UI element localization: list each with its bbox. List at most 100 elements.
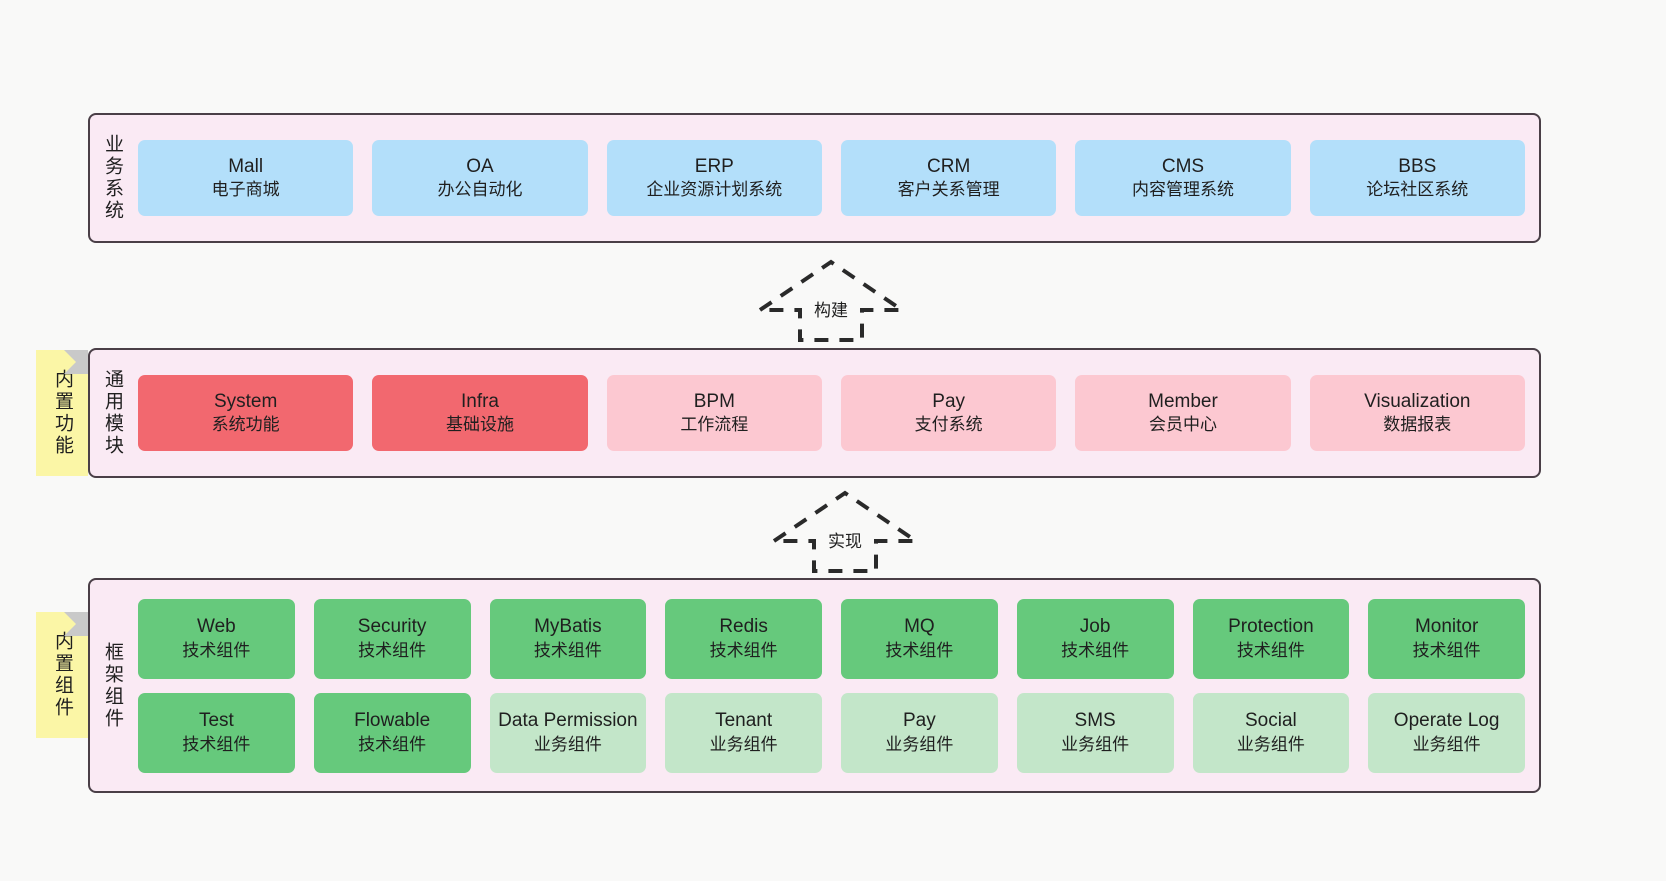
card-security[interactable]: Security 技术组件 [313, 598, 471, 679]
sticky-note-builtin-components: 内置组件 [36, 612, 88, 738]
layer-body-modules: System 系统功能 Infra 基础设施 BPM 工作流程 Pay 支付系统… [134, 350, 1539, 476]
card-subtitle: 业务组件 [533, 734, 602, 754]
card-subtitle: 内容管理系统 [1131, 180, 1234, 200]
card-operate-log[interactable]: Operate Log 业务组件 [1368, 692, 1525, 773]
card-subtitle: 办公自动化 [437, 180, 523, 200]
layer-title-business: 业务系统 [101, 134, 123, 222]
card-visualization[interactable]: Visualization 数据报表 [1309, 375, 1525, 451]
card-subtitle: 论坛社区系统 [1366, 180, 1469, 200]
card-subtitle: 企业资源计划系统 [646, 180, 783, 200]
card-row: Test 技术组件 Flowable 技术组件 Data Permission … [138, 692, 1525, 773]
card-title: Security [357, 616, 427, 638]
card-pay-business[interactable]: Pay 业务组件 [841, 692, 998, 773]
card-subtitle: 业务组件 [709, 734, 778, 754]
card-subtitle: 客户关系管理 [897, 180, 1000, 200]
card-title: Pay [932, 390, 966, 412]
card-subtitle: 电子商城 [211, 180, 280, 200]
sticky-note-label: 内置组件 [51, 631, 73, 719]
card-title: Web [197, 616, 236, 638]
card-subtitle: 技术组件 [1412, 640, 1481, 660]
card-subtitle: 技术组件 [358, 734, 427, 754]
card-infra[interactable]: Infra 基础设施 [372, 375, 588, 451]
card-subtitle: 技术组件 [182, 734, 251, 754]
card-social[interactable]: Social 业务组件 [1192, 692, 1350, 773]
card-row: System 系统功能 Infra 基础设施 BPM 工作流程 Pay 支付系统… [138, 375, 1525, 451]
card-monitor[interactable]: Monitor 技术组件 [1368, 598, 1525, 679]
layer-title-modules: 通用模块 [101, 369, 123, 457]
layer-common-modules: 通用模块 System 系统功能 Infra 基础设施 BPM 工作流程 Pay… [88, 348, 1541, 478]
card-mq[interactable]: MQ 技术组件 [841, 598, 998, 679]
layer-framework-components: 框架组件 Web 技术组件 Security 技术组件 MyBatis 技术组件… [88, 578, 1541, 793]
card-bbs[interactable]: BBS 论坛社区系统 [1309, 140, 1525, 216]
card-system[interactable]: System 系统功能 [138, 375, 354, 451]
card-subtitle: 业务组件 [1236, 734, 1305, 754]
card-row: Mall 电子商城 OA 办公自动化 ERP 企业资源计划系统 CRM 客户关系… [138, 140, 1525, 216]
card-subtitle: 技术组件 [1061, 640, 1130, 660]
card-job[interactable]: Job 技术组件 [1016, 598, 1174, 679]
layer-body-business: Mall 电子商城 OA 办公自动化 ERP 企业资源计划系统 CRM 客户关系… [134, 115, 1539, 241]
card-title: Job [1079, 616, 1111, 638]
card-subtitle: 技术组件 [533, 640, 602, 660]
card-title: Tenant [715, 710, 773, 732]
card-protection[interactable]: Protection 技术组件 [1192, 598, 1350, 679]
card-title: Infra [460, 390, 499, 412]
card-bpm[interactable]: BPM 工作流程 [606, 375, 822, 451]
card-title: Mall [228, 155, 264, 177]
card-subtitle: 业务组件 [885, 734, 954, 754]
card-subtitle: 技术组件 [358, 640, 427, 660]
card-crm[interactable]: CRM 客户关系管理 [840, 140, 1057, 216]
card-subtitle: 基础设施 [445, 415, 514, 435]
card-title: Protection [1228, 616, 1314, 638]
page-fold-icon [64, 612, 88, 636]
card-title: Visualization [1364, 390, 1471, 412]
sticky-note-builtin-features: 内置功能 [36, 350, 88, 476]
card-title: OA [466, 155, 494, 177]
card-title: Pay [903, 710, 936, 732]
connector-label: 实现 [828, 532, 862, 551]
card-title: Data Permission [498, 710, 638, 732]
card-title: Monitor [1414, 616, 1479, 638]
card-subtitle: 支付系统 [914, 415, 983, 435]
card-title: Flowable [354, 710, 431, 732]
card-pay[interactable]: Pay 支付系统 [840, 375, 1057, 451]
card-subtitle: 技术组件 [885, 640, 954, 660]
card-title: MyBatis [534, 616, 602, 638]
card-subtitle: 技术组件 [709, 640, 778, 660]
page-fold-icon [64, 350, 88, 374]
card-title: MQ [904, 616, 935, 638]
card-title: SMS [1074, 710, 1116, 732]
sticky-note-label: 内置功能 [51, 369, 73, 457]
card-subtitle: 技术组件 [182, 640, 251, 660]
card-erp[interactable]: ERP 企业资源计划系统 [606, 140, 822, 216]
connector-build: 构建 [753, 258, 909, 342]
card-mall[interactable]: Mall 电子商城 [138, 140, 354, 216]
card-sms[interactable]: SMS 业务组件 [1016, 692, 1174, 773]
card-subtitle: 工作流程 [680, 415, 749, 435]
card-title: CMS [1161, 155, 1205, 177]
card-title: ERP [694, 155, 734, 177]
card-subtitle: 技术组件 [1236, 640, 1305, 660]
card-title: Operate Log [1393, 710, 1500, 732]
card-title: Redis [719, 616, 768, 638]
layer-business-systems: 业务系统 Mall 电子商城 OA 办公自动化 ERP 企业资源计划系统 CRM… [88, 113, 1541, 243]
card-mybatis[interactable]: MyBatis 技术组件 [489, 598, 647, 679]
card-subtitle: 业务组件 [1412, 734, 1481, 754]
layer-body-framework: Web 技术组件 Security 技术组件 MyBatis 技术组件 Redi… [134, 580, 1539, 791]
card-flowable[interactable]: Flowable 技术组件 [313, 692, 471, 773]
card-title: BPM [693, 390, 735, 412]
card-member[interactable]: Member 会员中心 [1075, 375, 1291, 451]
card-redis[interactable]: Redis 技术组件 [665, 598, 822, 679]
card-subtitle: 业务组件 [1061, 734, 1130, 754]
connector-implement: 实现 [767, 489, 923, 573]
card-oa[interactable]: OA 办公自动化 [372, 140, 588, 216]
card-tenant[interactable]: Tenant 业务组件 [665, 692, 822, 773]
card-test[interactable]: Test 技术组件 [138, 692, 295, 773]
card-title: Social [1245, 710, 1297, 732]
card-cms[interactable]: CMS 内容管理系统 [1075, 140, 1291, 216]
connector-label: 构建 [814, 301, 848, 320]
card-data-permission[interactable]: Data Permission 业务组件 [489, 692, 647, 773]
dashed-block-arrow-up-icon [753, 259, 909, 342]
card-web[interactable]: Web 技术组件 [138, 598, 295, 679]
dashed-block-arrow-up-icon [767, 490, 923, 573]
